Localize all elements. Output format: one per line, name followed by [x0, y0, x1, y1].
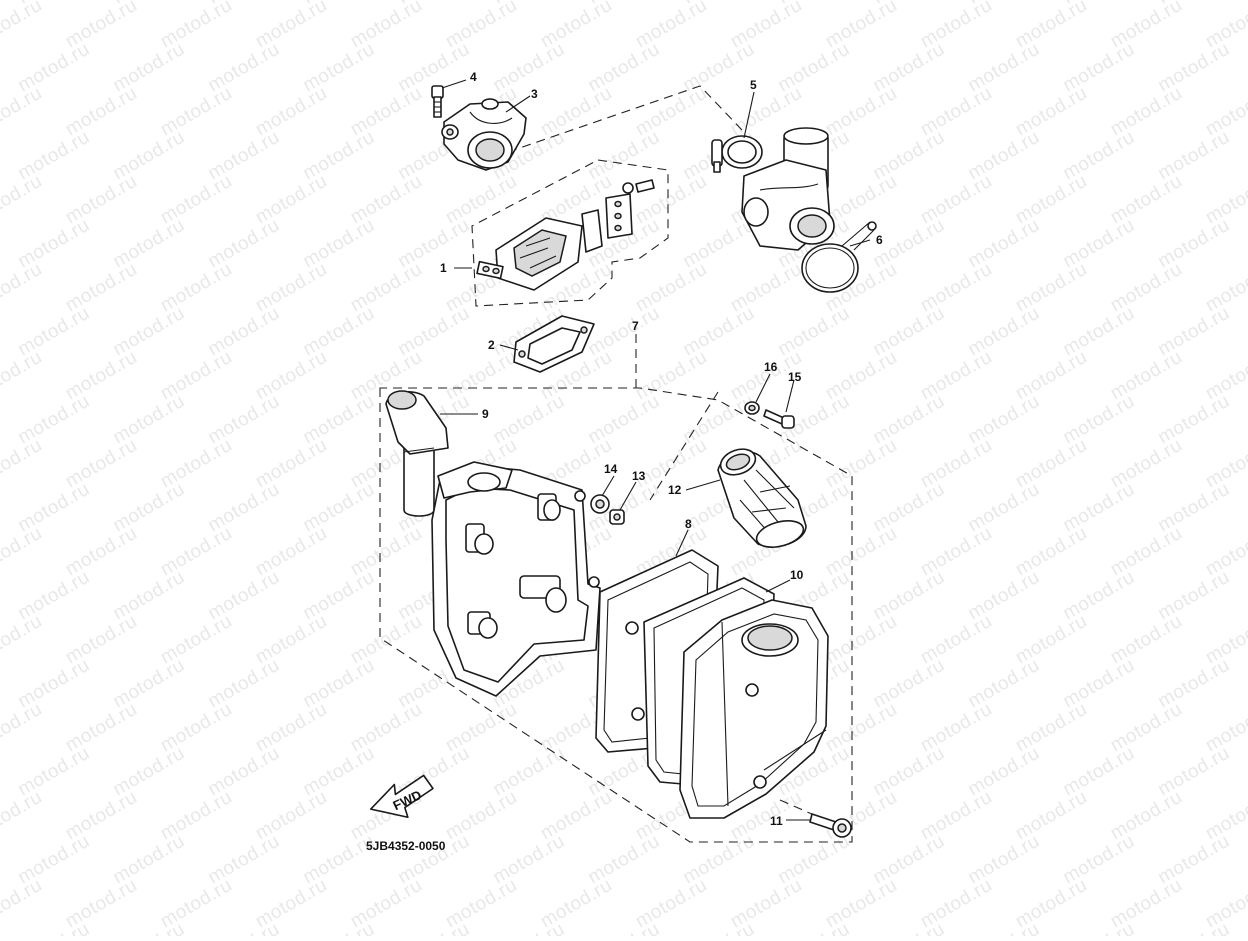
callout-5: 5 [750, 78, 757, 92]
watermark-text: motod.ru [15, 919, 94, 936]
callout-4: 4 [470, 70, 477, 84]
part-11-screw [779, 799, 852, 838]
part-1-reed-valve [476, 179, 655, 291]
part-3-intake-manifold [441, 98, 527, 171]
watermark-text: motod.ru [395, 919, 474, 936]
watermark-text: motod.ru [965, 919, 1044, 936]
part-13-collar [609, 509, 625, 525]
watermark-text: motod.ru [870, 919, 949, 936]
watermark-text: motod.ru [0, 435, 46, 493]
callout-12: 12 [668, 483, 682, 497]
callout-14: 14 [604, 462, 618, 476]
watermark-text: motod.ru [0, 83, 46, 141]
watermark-text: motod.ru [1060, 919, 1139, 936]
callout-7: 7 [632, 319, 639, 333]
watermark-text: motod.ru [0, 611, 46, 669]
watermark-text: motod.ru [585, 919, 664, 936]
callout-9: 9 [482, 407, 489, 421]
part-9-intake-duct [385, 390, 449, 517]
air-cleaner-cover [679, 599, 829, 819]
watermark-text: motod.ru [300, 919, 379, 936]
part-12-joint [717, 448, 807, 548]
watermark-text: motod.ru [0, 699, 46, 757]
leader-lines [440, 79, 871, 821]
part-15-screw [763, 409, 795, 429]
air-cleaner-case [431, 461, 601, 697]
watermark-text: motod.ru [0, 875, 46, 933]
carburetor [741, 127, 835, 251]
part-6-clamp-band [801, 221, 877, 293]
part-4-bolt [431, 85, 444, 118]
callout-10: 10 [790, 568, 804, 582]
part-5-clamp [711, 135, 763, 173]
assembly-outlines [379, 85, 853, 843]
watermark-text: motod.ru [490, 919, 569, 936]
callout-13: 13 [632, 469, 646, 483]
watermark-text: motod.ru [110, 919, 189, 936]
diagram-code: 5JB4352-0050 [366, 839, 446, 853]
part-16-washer [744, 401, 760, 415]
watermark-text: motod.ru [205, 919, 284, 936]
part-14-damper [590, 494, 610, 514]
callout-1: 1 [440, 261, 447, 275]
callout-8: 8 [685, 517, 692, 531]
watermark-text: motod.ru [0, 523, 46, 581]
watermark-text: motod.ru [775, 919, 854, 936]
watermark-text: motod.ru [680, 919, 759, 936]
watermark-text: motod.ru [0, 259, 46, 317]
watermark-text: motod.ru [0, 787, 46, 845]
part-2-gasket [513, 315, 595, 373]
watermark-text: motod.ru [1155, 919, 1234, 936]
watermark-text: motod.ru [0, 347, 46, 405]
callout-3: 3 [531, 87, 538, 101]
callout-labels: 4 3 5 1 2 6 7 9 16 15 14 13 12 8 10 11 [440, 70, 883, 828]
callout-6: 6 [876, 233, 883, 247]
callout-15: 15 [788, 370, 802, 384]
callout-11: 11 [770, 814, 783, 828]
callout-16: 16 [764, 360, 778, 374]
watermark-text: motod.ru [0, 171, 46, 229]
watermark-text: motod.ru [0, 0, 46, 52]
callout-2: 2 [488, 338, 495, 352]
